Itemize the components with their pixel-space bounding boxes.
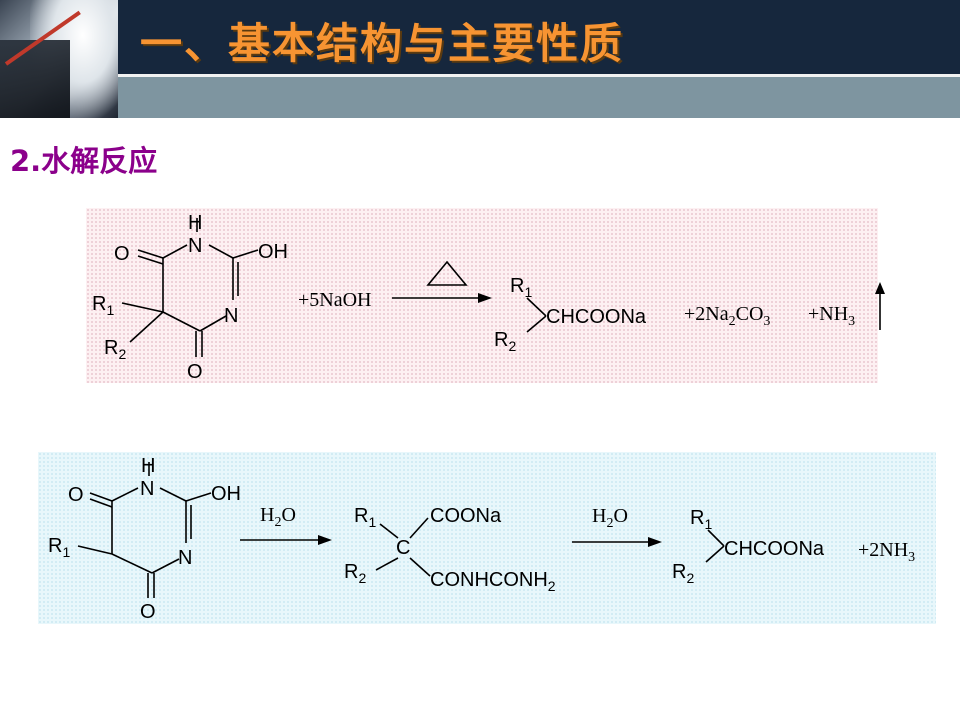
byproduct-sodium-carbonate: +2Na2CO3 (684, 303, 770, 329)
arrowhead-icon (318, 535, 332, 545)
atom-h: H (141, 455, 155, 477)
atom-o: O (114, 243, 130, 265)
subtitle-band (118, 77, 960, 118)
product-chcoona: CHCOONa (724, 538, 825, 560)
product-r2: R2 (494, 329, 516, 354)
header-photo (0, 0, 118, 118)
header-banner: 一、基本结构与主要性质 (0, 0, 960, 118)
atom-o: O (187, 361, 203, 383)
heat-triangle-icon (426, 260, 468, 286)
product-r1: R1 (510, 275, 532, 300)
intermediate-bond (379, 523, 399, 539)
intermediate-conhconh2: CONHCONH2 (430, 569, 556, 594)
intermediate-r2: R2 (344, 561, 366, 586)
arrowhead-icon (478, 293, 492, 303)
product-r2: R2 (672, 561, 694, 586)
title-band-divider (118, 74, 960, 77)
atom-o: O (140, 601, 156, 623)
intermediate-coona: COONa (430, 505, 502, 527)
product-bond (526, 315, 547, 333)
atom-oh: OH (258, 241, 288, 263)
barbiturate-ring-1 (121, 218, 259, 357)
title-band (118, 0, 960, 74)
intermediate-bond (409, 557, 431, 577)
atom-n: N (188, 235, 202, 257)
atom-n: N (140, 478, 154, 500)
photo-shadow (0, 40, 70, 118)
section-heading: 2.水解反应 (10, 144, 158, 178)
reagent-water: H2O (260, 504, 296, 530)
reagent-water: H2O (592, 505, 628, 531)
atom-o: O (68, 484, 84, 506)
product-bond (705, 545, 725, 563)
reaction-2-panel (38, 452, 936, 624)
reagent-naoh: +5NaOH (298, 289, 372, 311)
arrowhead-icon (875, 282, 885, 294)
atom-h: H (188, 212, 202, 234)
atom-n: N (178, 547, 192, 569)
atom-n: N (224, 305, 238, 327)
substituent-r1: R1 (48, 535, 70, 560)
byproduct-ammonia: +2NH3 (858, 539, 915, 565)
atom-oh: OH (211, 483, 241, 505)
barbiturate-ring-2 (77, 462, 212, 598)
arrowhead-icon (648, 537, 662, 547)
intermediate-carbon: C (396, 537, 410, 559)
substituent-r2: R2 (104, 337, 126, 362)
product-bond (526, 297, 547, 317)
byproduct-ammonia: +NH3 (808, 303, 855, 329)
slide-title: 一、基本结构与主要性质 (140, 19, 625, 68)
substituent-r1: R1 (92, 293, 114, 318)
intermediate-bond (375, 557, 399, 571)
intermediate-bond (409, 517, 429, 539)
intermediate-r1: R1 (354, 505, 376, 530)
product-r1: R1 (690, 507, 712, 532)
product-bond (707, 529, 725, 547)
product-chcoona: CHCOONa (546, 306, 647, 328)
